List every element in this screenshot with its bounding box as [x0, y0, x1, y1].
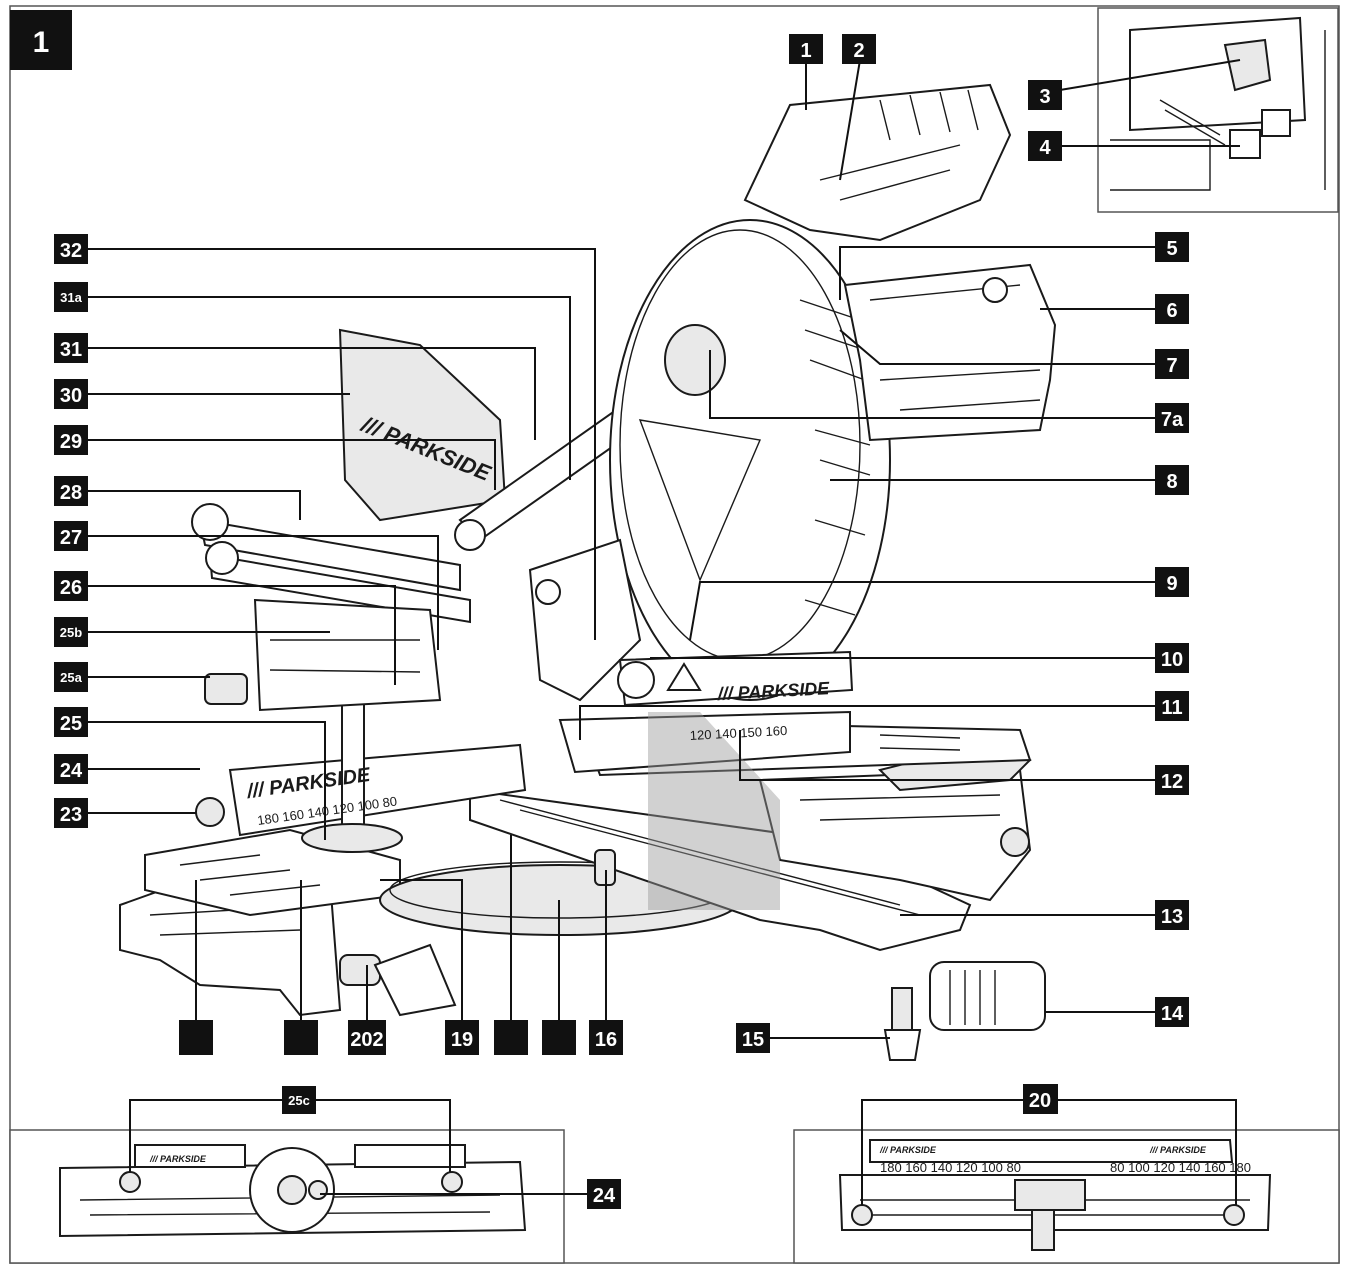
- callout-32: 32: [54, 234, 88, 264]
- svg-text:20: 20: [1029, 1090, 1051, 1112]
- laser-warning-icon: [666, 662, 702, 691]
- svg-text:25: 25: [60, 713, 82, 735]
- callout-20: 20: [1023, 1084, 1058, 1114]
- svg-text:25c: 25c: [288, 1093, 310, 1108]
- svg-text:30: 30: [60, 385, 82, 407]
- svg-text:7a: 7a: [1161, 409, 1184, 431]
- callout-31a: 31a: [54, 282, 88, 312]
- svg-text:7: 7: [1166, 355, 1177, 377]
- svg-text:32: 32: [60, 240, 82, 262]
- callout-26: 26: [54, 571, 88, 601]
- right-fence-scale: 120 140 150 160: [689, 723, 787, 743]
- switch-inset-drawing: [1110, 16, 1326, 191]
- callout-24: 24: [54, 754, 88, 784]
- svg-text:9: 9: [1166, 573, 1177, 595]
- callout-6: 6: [1155, 294, 1189, 324]
- callout-14: 14: [1155, 997, 1189, 1027]
- svg-text:15: 15: [742, 1029, 764, 1051]
- callout-202: 202: [348, 1020, 386, 1055]
- callout-9: 9: [1155, 567, 1189, 597]
- callout-13: 13: [1155, 900, 1189, 930]
- callout-28: 28: [54, 476, 88, 506]
- svg-text:31: 31: [60, 339, 82, 361]
- svg-text:8: 8: [1166, 471, 1177, 493]
- figure-number: 1: [33, 26, 50, 59]
- svg-text:24: 24: [593, 1185, 616, 1207]
- svg-text:27: 27: [60, 527, 82, 549]
- callout-11: 11: [1155, 691, 1189, 721]
- callout-8: 8: [1155, 465, 1189, 495]
- svg-text:26: 26: [60, 577, 82, 599]
- callout-15: 15: [736, 1023, 770, 1053]
- svg-text:10: 10: [1161, 649, 1183, 671]
- callout-22: [179, 1020, 213, 1055]
- callout-24-inset: 24: [587, 1179, 621, 1209]
- right-inset-drawing: [838, 1139, 1272, 1251]
- svg-text:25a: 25a: [60, 670, 82, 685]
- callout-29: 29: [54, 425, 88, 455]
- callout-10: 10: [1155, 643, 1189, 673]
- callouts: 1 1 2 3 4 5 6 7 7a 8 9 10 11 12 13 14 15…: [10, 10, 1189, 1209]
- svg-text:2: 2: [853, 40, 864, 62]
- callout-12: 12: [1155, 765, 1189, 795]
- svg-text:6: 6: [1166, 300, 1177, 322]
- callout-23: 23: [54, 798, 88, 828]
- callout-18: [494, 1020, 528, 1055]
- callout-25c: 25c: [282, 1086, 316, 1114]
- right-inset-brand-right: /// PARKSIDE: [1149, 1145, 1207, 1155]
- callout-25a: 25a: [54, 662, 88, 692]
- left-inset-brand: /// PARKSIDE: [149, 1154, 207, 1164]
- svg-text:3: 3: [1039, 86, 1050, 108]
- svg-text:11: 11: [1161, 697, 1182, 719]
- callout-7a: 7a: [1155, 403, 1189, 433]
- svg-text:19: 19: [451, 1029, 473, 1051]
- svg-text:14: 14: [1161, 1003, 1184, 1025]
- right-inset-scale-left: 180 160 140 120 100 80: [880, 1160, 1021, 1175]
- svg-text:5: 5: [1166, 238, 1177, 260]
- svg-text:23: 23: [60, 804, 82, 826]
- callout-19: 19: [445, 1020, 479, 1055]
- callout-16: 16: [589, 1020, 623, 1055]
- right-inset-brand-left: /// PARKSIDE: [879, 1145, 937, 1155]
- saw-illustration: [119, 83, 1057, 1061]
- leader-lines: [88, 49, 1241, 1205]
- svg-text:16: 16: [595, 1029, 617, 1051]
- callout-25b: 25b: [54, 617, 88, 647]
- svg-text:13: 13: [1161, 906, 1183, 928]
- svg-text:12: 12: [1161, 771, 1183, 793]
- callout-3: 3: [1028, 80, 1062, 110]
- right-inset-scale-right: 80 100 120 140 160 180: [1110, 1160, 1251, 1175]
- svg-text:4: 4: [1039, 137, 1051, 159]
- svg-text:24: 24: [60, 760, 83, 782]
- svg-text:31a: 31a: [60, 290, 82, 305]
- callout-27: 27: [54, 521, 88, 551]
- svg-text:1: 1: [800, 40, 811, 62]
- svg-text:202: 202: [350, 1029, 383, 1051]
- callout-7: 7: [1155, 349, 1189, 379]
- callout-17: [542, 1020, 576, 1055]
- callout-1: 1: [789, 34, 823, 64]
- svg-text:29: 29: [60, 431, 82, 453]
- callout-25: 25: [54, 707, 88, 737]
- callout-5: 5: [1155, 232, 1189, 262]
- svg-text:25b: 25b: [60, 625, 82, 640]
- figure-frame: [9, 5, 1340, 1264]
- callout-31: 31: [54, 333, 88, 363]
- svg-text:28: 28: [60, 482, 82, 504]
- callout-2: 2: [842, 34, 876, 64]
- callout-4: 4: [1028, 131, 1062, 161]
- callout-21: [284, 1020, 318, 1055]
- callout-30: 30: [54, 379, 88, 409]
- left-inset-drawing: [59, 1144, 527, 1238]
- figure-number-box: [10, 10, 72, 70]
